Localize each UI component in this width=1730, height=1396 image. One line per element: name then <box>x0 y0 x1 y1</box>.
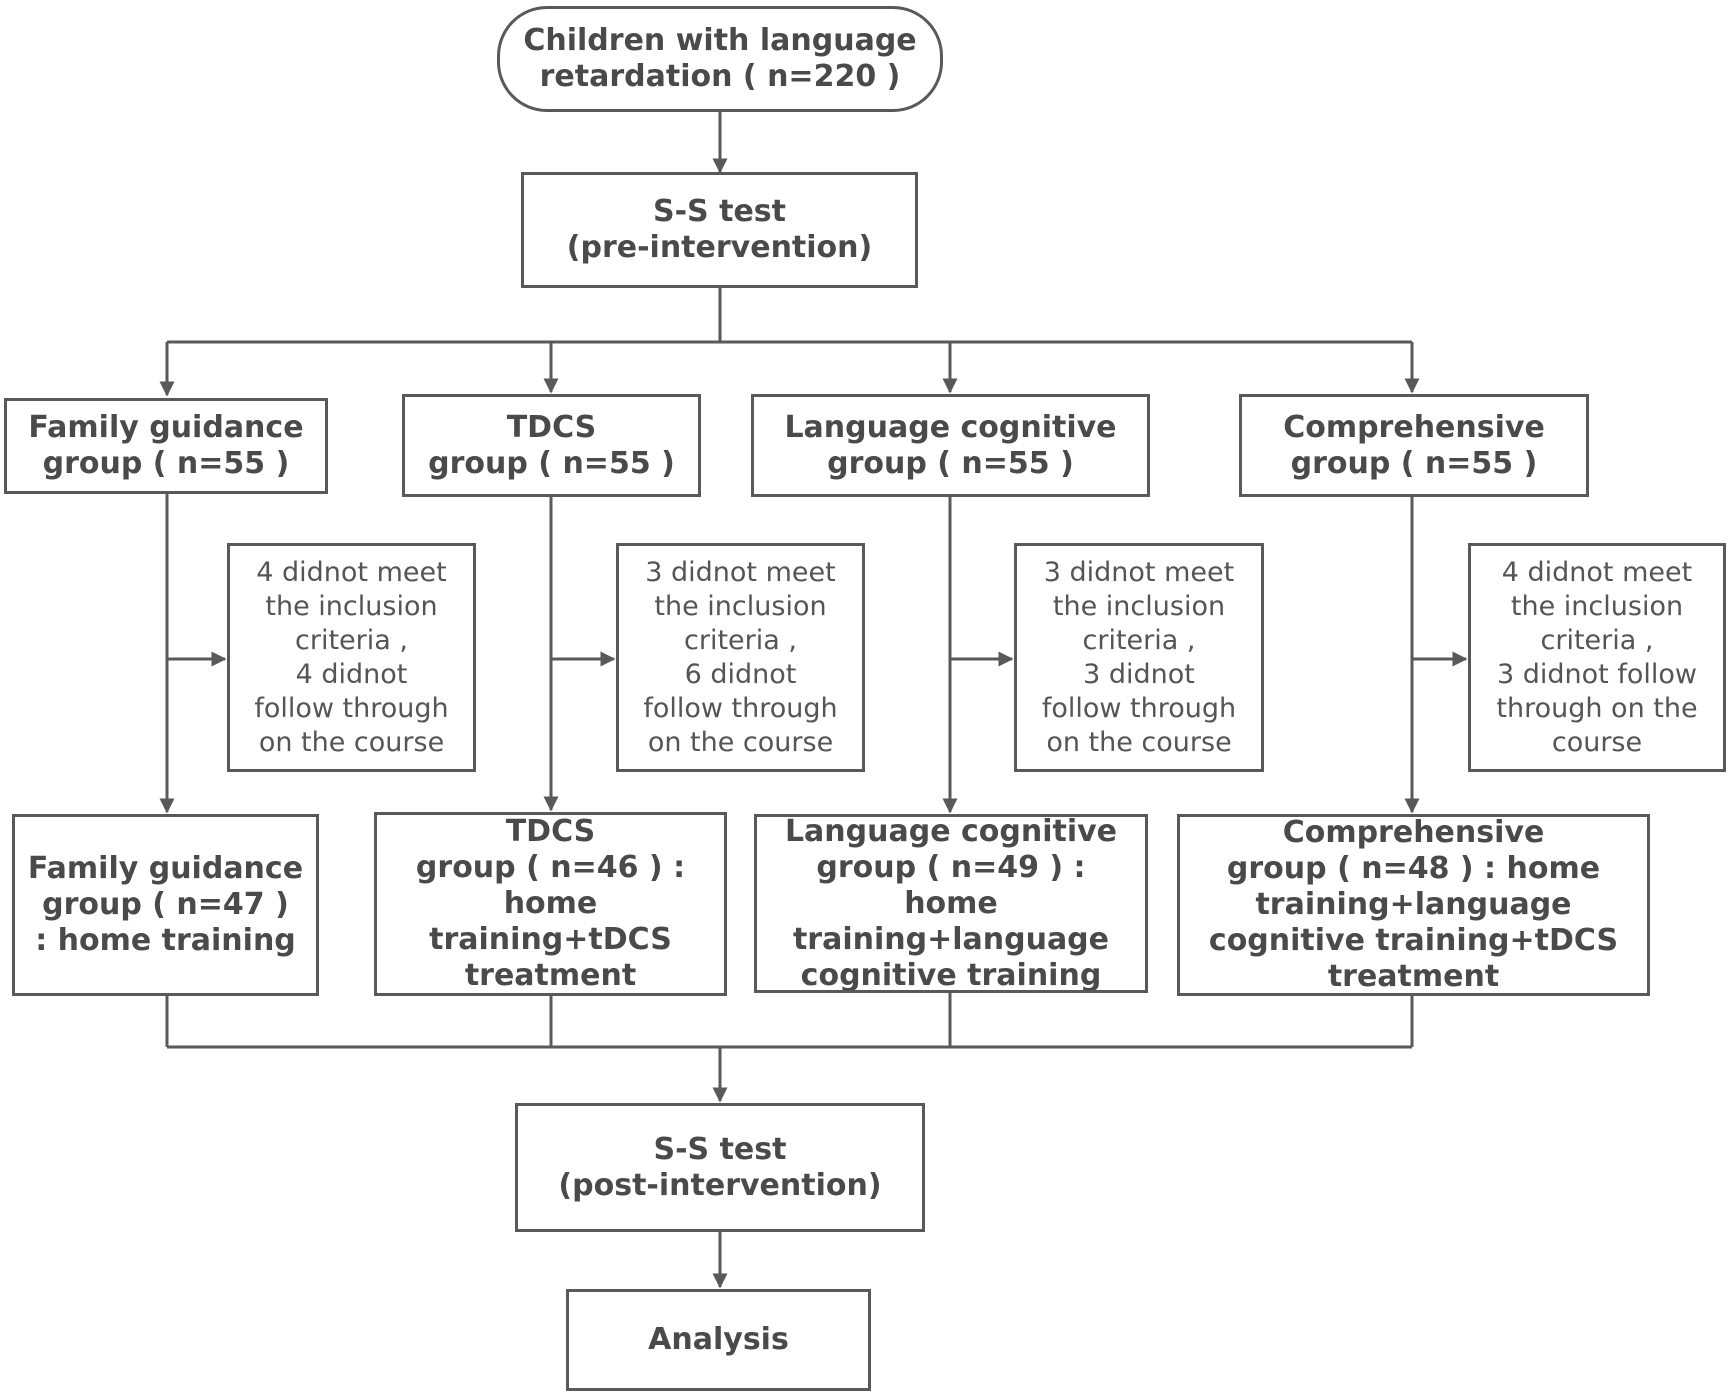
final-box-language-cognitive: Language cognitive group ( n=49 ) : home… <box>754 814 1148 993</box>
exclusion-note-language-cognitive: 3 didnot meet the inclusion criteria , 3… <box>1014 543 1264 772</box>
group-box-language-cognitive: Language cognitive group ( n=55 ) <box>751 394 1150 497</box>
group-box-tdcs: TDCS group ( n=55 ) <box>402 394 701 497</box>
final-box-comprehensive: Comprehensive group ( n=48 ) : home trai… <box>1177 814 1650 996</box>
final-box-family-guidance: Family guidance group ( n=47 ) : home tr… <box>12 814 319 996</box>
final-box-tdcs: TDCS group ( n=46 ) : home training+tDCS… <box>374 812 727 996</box>
exclusion-note-tdcs: 3 didnot meet the inclusion criteria , 6… <box>616 543 865 772</box>
group-box-comprehensive: Comprehensive group ( n=55 ) <box>1239 394 1589 497</box>
posttest-box: S-S test (post-intervention) <box>515 1103 925 1232</box>
pretest-box: S-S test (pre-intervention) <box>521 172 918 288</box>
start-node: Children with language retardation ( n=2… <box>497 6 943 112</box>
exclusion-note-comprehensive: 4 didnot meet the inclusion criteria , 3… <box>1468 543 1726 772</box>
exclusion-note-family-guidance: 4 didnot meet the inclusion criteria , 4… <box>227 543 476 772</box>
analysis-box: Analysis <box>566 1289 871 1391</box>
group-box-family-guidance: Family guidance group ( n=55 ) <box>4 398 328 494</box>
